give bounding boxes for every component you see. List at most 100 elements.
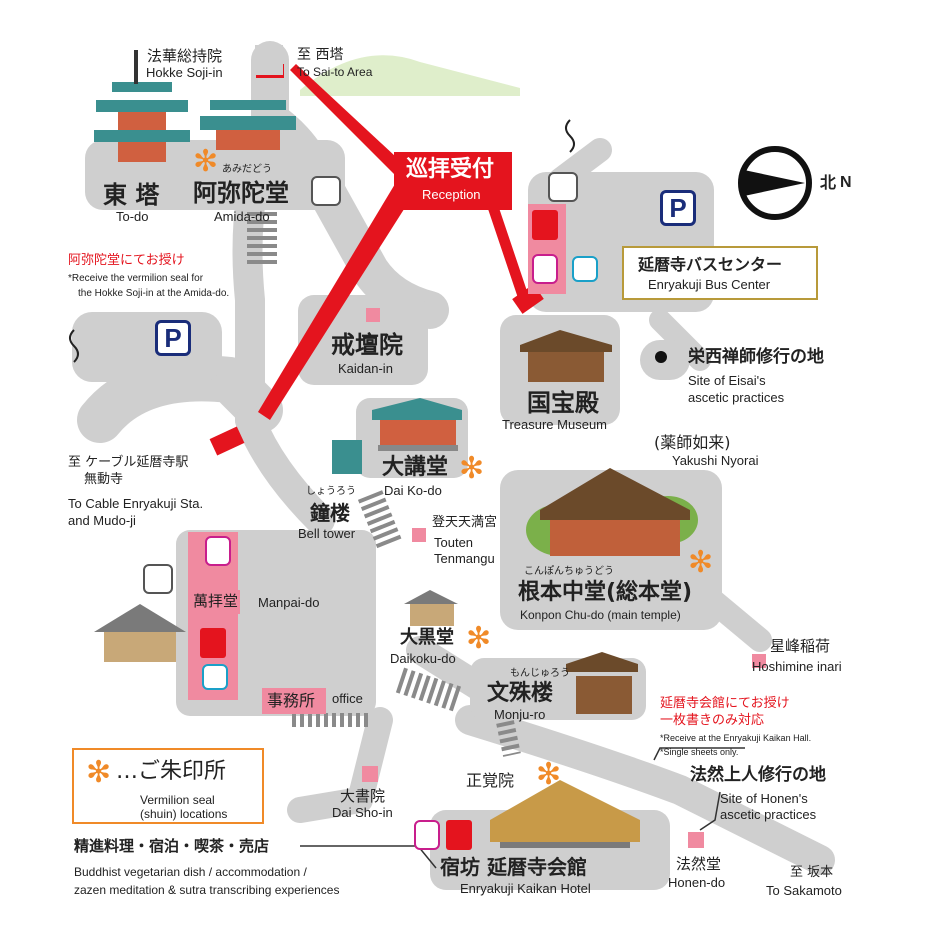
eisai-dot (655, 351, 667, 363)
hokke-label-en: Hokke Soji-in (146, 65, 223, 80)
restroom-icon (143, 564, 173, 594)
restaurant-icon (446, 820, 472, 850)
daikoku-label-en: Daikoku-do (390, 651, 456, 666)
shoro-ruby: しょうろう (306, 486, 356, 497)
hoshimine-marker (752, 654, 766, 668)
kaikan-note-en1: *Receive at the Enryakuji Kaikan Hall. (660, 733, 812, 743)
restaurant-icon (200, 628, 226, 658)
compass-arrow (744, 170, 805, 196)
konpon-hall (526, 468, 698, 556)
daisho-label-en: Dai Sho-in (332, 805, 393, 820)
restroom-icon (548, 172, 578, 202)
daikoku-label-jp: 大黒堂 (400, 627, 454, 648)
shukubo-label-jp: 宿坊 延暦寺会館 (440, 855, 587, 879)
cable-label-jp2: 無動寺 (84, 472, 124, 487)
road-bell (235, 405, 335, 535)
daikodo-label-jp: 大講堂 (382, 455, 449, 480)
restaurant-icon (532, 210, 558, 240)
kokuho-label-en: Treasure Museum (502, 417, 607, 432)
honen-site-jp: 法然上人修行の地 (690, 765, 826, 785)
yakushi-label-en: Yakushi Nyorai (672, 453, 759, 468)
reception-label-en: Reception (422, 187, 481, 202)
honendo-label-jp: 法然堂 (676, 855, 722, 873)
accessible-icon (202, 664, 228, 690)
reception-pointer-north (290, 64, 410, 180)
cable-label-en2: and Mudo-ji (68, 513, 136, 528)
exit-curl-parking (69, 329, 79, 363)
parking-icon: P (660, 190, 696, 226)
daikodo-hall (372, 398, 462, 451)
stairs-bell (357, 490, 403, 550)
seal-mark-konpon: ✻ (688, 545, 714, 580)
hoshimine-label-en: Hoshimine inari (752, 659, 842, 674)
exit-curl-bus (565, 119, 575, 153)
seal-mark-daikodo: ✻ (459, 451, 485, 486)
manpai-tag: 萬拝堂 (190, 590, 240, 614)
shop-icon (205, 536, 231, 566)
touten-label-jp: 登天天満宮 (432, 515, 498, 530)
shukubo-label-en: Enryakuji Kaikan Hotel (460, 881, 591, 896)
amida-ruby: あみだどう (222, 164, 272, 175)
restroom-icon (311, 176, 341, 206)
bell-tower (332, 440, 362, 474)
daisho-marker (362, 766, 378, 782)
accessible-icon (572, 256, 598, 282)
bus-center-jp: 延暦寺バスセンター (638, 255, 783, 274)
kaikan-note-en2: *Single sheets only. (660, 747, 739, 757)
kaidan-label-en: Kaidan-in (338, 361, 393, 376)
yakushi-label-jp: (薬師如来) (654, 433, 731, 452)
kokuho-building (520, 330, 612, 382)
amida-note-jp: 阿弥陀堂にてお授け (68, 253, 185, 268)
reception-label-jp: 巡拝受付 (406, 157, 495, 182)
road-cable (77, 355, 283, 443)
stairs-monju (395, 667, 465, 713)
touten-label-en1: Touten (434, 535, 474, 550)
daikodo-label-en: Dai Ko-do (384, 483, 442, 498)
eisai-label-jp: 栄西禅師修行の地 (688, 347, 824, 367)
eisai-label-en2: ascetic practices (688, 390, 785, 405)
hill (300, 55, 520, 96)
leader-services (300, 845, 437, 869)
kaikan-note-jp2: 一枚書きのみ対応 (660, 713, 765, 728)
seal-mark-shokaku: ✻ (536, 757, 562, 792)
services-label-en1: Buddhist vegetarian dish / accommodation… (74, 865, 307, 879)
amida-hall (200, 100, 296, 150)
services-label-en2: zazen meditation & sutra transcribing ex… (74, 883, 340, 897)
monju-ruby: もんじゅろう (510, 668, 570, 679)
amida-label-en: Amida-do (214, 209, 270, 224)
seal-mark-daikoku: ✻ (466, 621, 492, 656)
kaikan-building (490, 780, 640, 848)
kokuho-label-jp: 国宝殿 (527, 389, 599, 417)
honen-site-en1: Site of Honen's (720, 791, 808, 806)
kaikan-note-jp1: 延暦寺会館にてお授け (660, 696, 790, 711)
bus-center-en: Enryakuji Bus Center (648, 277, 771, 292)
shoro-label-jp: 鐘楼 (310, 501, 350, 525)
touten-label-en2: Tenmangu (434, 551, 495, 566)
office-tag: 事務所 (262, 688, 326, 714)
reception-pointer-west (258, 184, 420, 420)
kaidan-marker (366, 308, 380, 322)
shokaku-label-jp: 正覚院 (466, 771, 515, 790)
konpon-ruby: こんぽんちゅうどう (524, 566, 614, 577)
kaidan-label-jp: 戒壇院 (331, 331, 403, 359)
eisai-label-en1: Site of Eisai's (688, 373, 766, 388)
legend-label-jp: …ご朱印所 (116, 759, 227, 784)
shop-icon (414, 820, 440, 850)
saito-gate (255, 45, 283, 75)
plaza-parking (72, 312, 222, 382)
konpon-label-jp: 根本中堂(総本堂) (518, 580, 693, 605)
compass-label-jp: 北 (820, 173, 837, 192)
parking-icon: P (155, 320, 191, 356)
services-label-jp: 精進料理・宿泊・喫茶・売店 (74, 837, 270, 855)
road-eisai (649, 309, 711, 371)
sakamoto-label-jp: 至 坂本 (790, 865, 834, 880)
todo-pagoda (94, 50, 190, 162)
monju-label-en: Monju-ro (494, 707, 546, 722)
honendo-label-en: Honen-do (668, 875, 726, 890)
seal-mark-amida: ✻ (193, 144, 219, 179)
daisho-label-jp: 大書院 (340, 787, 386, 805)
hoshimine-label-jp: 星峰稲荷 (770, 637, 831, 655)
amida-note-en1: *Receive the vermilion seal for (68, 273, 204, 284)
reception-gate-west (209, 426, 245, 456)
